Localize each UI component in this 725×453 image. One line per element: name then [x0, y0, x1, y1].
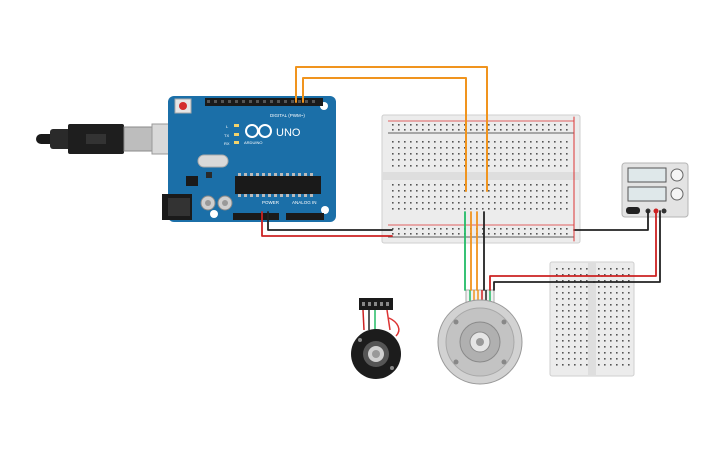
wire-black-gnd[interactable] [267, 211, 393, 231]
analog-header-label: ANALOG IN [292, 200, 317, 205]
wires[interactable] [261, 66, 661, 291]
board-brand-label: ARDUINO [244, 140, 262, 145]
atmega-chip [235, 173, 321, 197]
digital-header[interactable] [205, 98, 323, 106]
status-leds [234, 124, 239, 144]
usb-cable[interactable] [36, 123, 183, 155]
dc-motor[interactable] [437, 289, 523, 385]
power-header-label: POWER [262, 200, 280, 205]
led-label-rx: RX [224, 141, 230, 146]
led-label-tx: TX [224, 133, 229, 138]
mini-breadboard[interactable] [549, 261, 635, 377]
board-model-label: UNO [276, 127, 301, 139]
analog-header[interactable] [286, 213, 324, 220]
wire-orange-1[interactable] [295, 66, 488, 192]
power-header[interactable] [233, 213, 279, 220]
arduino-logo-icon [245, 124, 272, 138]
main-breadboard[interactable] [381, 114, 581, 244]
wire-red-5v[interactable] [261, 211, 393, 237]
arduino-uno-board[interactable]: DIGITAL (PWM~) L TX RX UNO ARDUINO [162, 96, 336, 222]
reset-button[interactable] [174, 98, 192, 114]
power-jack[interactable] [162, 194, 192, 220]
rotary-encoder[interactable] [351, 298, 401, 379]
led-label-l: L [226, 124, 229, 129]
wire-red-motor[interactable] [489, 275, 603, 291]
power-switch[interactable] [626, 207, 640, 214]
wire-black-motor[interactable] [493, 281, 595, 291]
power-supply[interactable] [621, 162, 689, 218]
digital-header-label: DIGITAL (PWM~) [270, 113, 305, 118]
wire-orange-2[interactable] [302, 77, 467, 192]
